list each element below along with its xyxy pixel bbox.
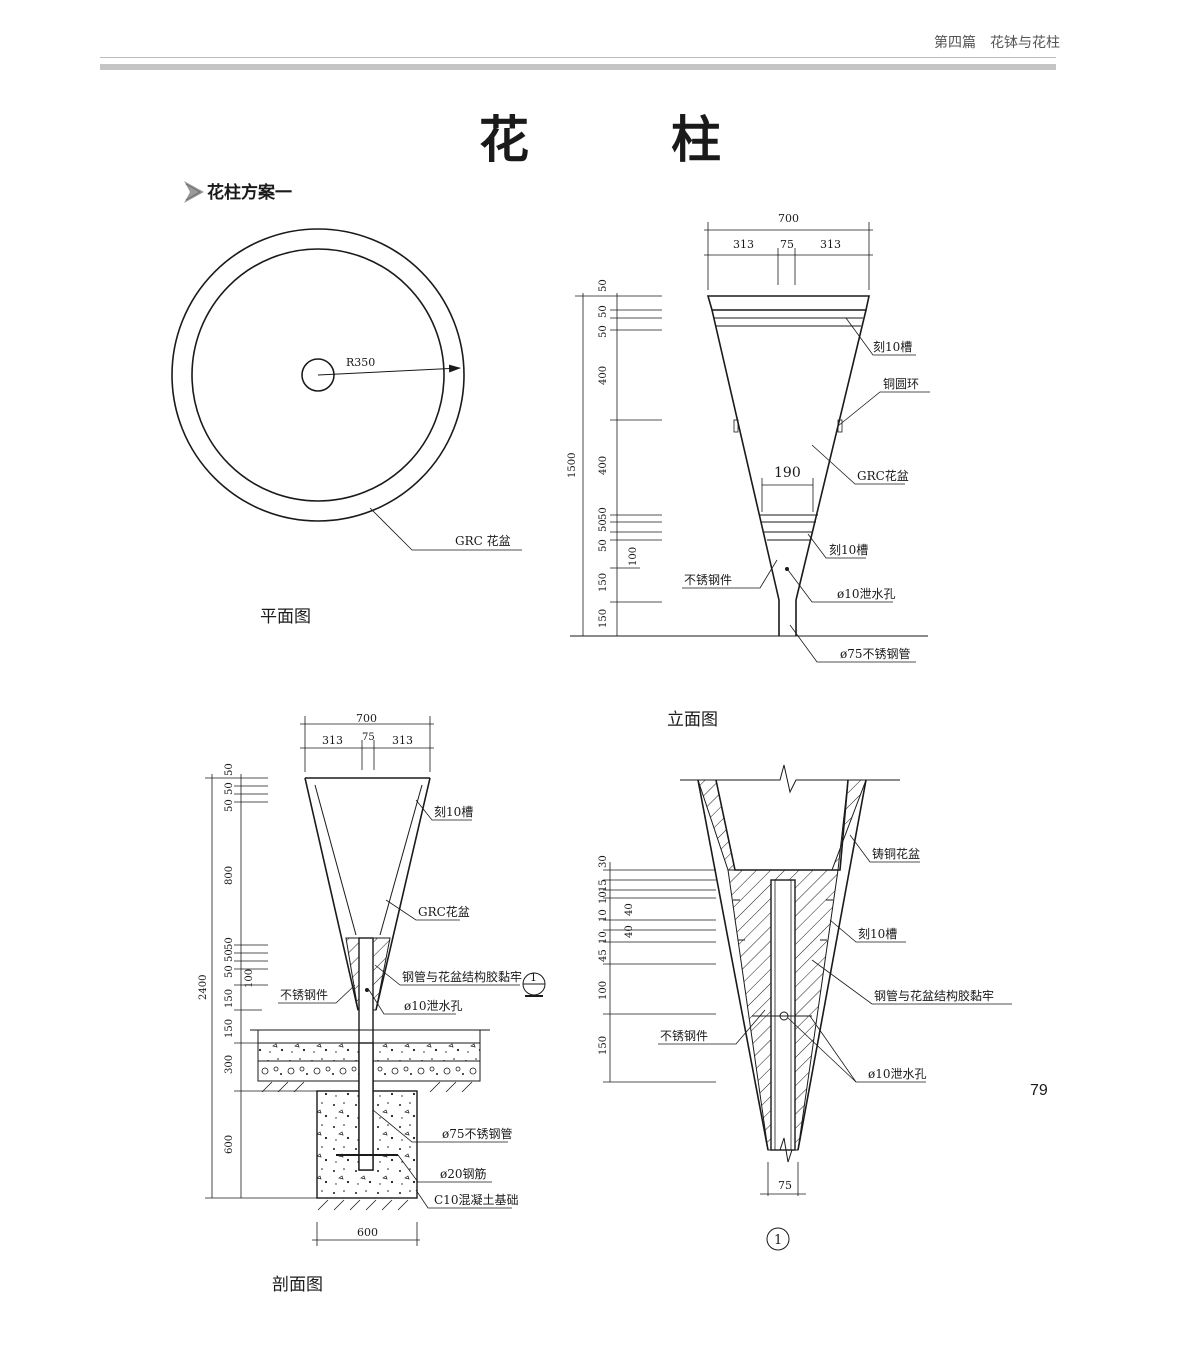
detail-side-dim-2: 15 (598, 879, 609, 892)
elev-dim-total: 700 (778, 212, 799, 225)
sec-callout-number: 1 (530, 971, 537, 984)
elev-side-dim-4: 400 (598, 366, 609, 385)
elev-dim-right: 313 (820, 238, 841, 251)
section-view: 700 313 75 313 (198, 712, 546, 1295)
elev-label-steel-pipe: ø75不锈钢管 (840, 646, 911, 661)
detail-side-dim-8: 45 (598, 949, 609, 962)
detail-callout-number: 1 (774, 1233, 782, 1248)
detail-side-dim-3: 10 (598, 891, 609, 904)
sec-side-dim-2: 50 (224, 782, 235, 795)
sec-dim-right: 313 (392, 734, 413, 747)
detail-view: 75 1 30 15 10 10 40 10 40 45 100 15 (598, 764, 1012, 1251)
sec-dim-left: 313 (322, 734, 343, 747)
sec-label-rebar: ø20钢筋 (440, 1166, 487, 1181)
elev-label-grc-pot: GRC花盆 (857, 468, 909, 483)
elev-label-groove-top: 刻10槽 (873, 340, 912, 354)
detail-side-dim-5: 40 (624, 903, 635, 916)
sec-label-glue: 钢管与花盆结构胶黏牢 (402, 969, 522, 984)
sec-label-foundation: C10混凝土基础 (434, 1192, 518, 1207)
detail-label-cast-copper-pot: 铸铜花盆 (872, 846, 920, 861)
sec-side-dim-9: 150 (224, 989, 235, 1008)
elev-side-dim-8: 50 (598, 539, 609, 552)
elev-label-copper-ring: 铜圆环 (883, 376, 919, 391)
sec-side-dim-12: 600 (224, 1135, 235, 1154)
detail-side-dim-10: 150 (598, 1036, 609, 1055)
elev-side-dim-1: 50 (598, 279, 609, 292)
elev-label-groove-bottom: 刻10槽 (829, 543, 868, 557)
page-title: 花 柱 (479, 110, 767, 169)
header-band (100, 64, 1056, 70)
sec-side-dim-10: 150 (224, 1019, 235, 1038)
detail-side-dim-4: 10 (598, 909, 609, 922)
plan-radius-label: R350 (346, 356, 375, 369)
sec-side-dim-6: 50 (224, 949, 235, 962)
plan-view: R350 GRC 花盆 平面图 (171, 228, 522, 627)
detail-side-dim-1: 30 (598, 855, 609, 868)
sec-total-height: 2400 (198, 975, 209, 1000)
sec-label-groove: 刻10槽 (434, 805, 473, 819)
elev-side-dim-3: 50 (598, 325, 609, 338)
sec-side-dim-11: 300 (224, 1055, 235, 1074)
sec-callout-marker: 1 (522, 971, 546, 997)
sec-dim-total: 700 (356, 712, 377, 725)
elev-total-height: 1500 (567, 453, 578, 478)
sec-label-stainless-part: 不锈钢件 (280, 988, 328, 1002)
sec-side-dim-3: 50 (224, 799, 235, 812)
plan-pot-label: GRC 花盆 (455, 533, 511, 548)
detail-side-dim-6: 10 (598, 931, 609, 944)
sec-side-dim-4: 800 (224, 866, 235, 885)
elevation-view: 700 313 75 313 190 (567, 212, 930, 730)
elev-side-dim-11: 150 (598, 609, 609, 628)
sec-label-grc-pot: GRC花盆 (418, 904, 470, 919)
elev-dim-mid: 75 (780, 238, 794, 251)
elev-label-drain-hole: ø10泄水孔 (837, 587, 896, 601)
elev-inner-width: 190 (774, 465, 801, 481)
plan-caption: 平面图 (260, 607, 311, 627)
detail-label-stainless-part: 不锈钢件 (660, 1029, 708, 1043)
elev-label-stainless-part: 不锈钢件 (684, 573, 732, 587)
elev-side-dim-6: 50 (598, 507, 609, 520)
detail-label-glue: 钢管与花盆结构胶黏牢 (874, 988, 994, 1003)
elev-side-dim-5: 400 (598, 456, 609, 475)
elevation-caption: 立面图 (667, 710, 718, 730)
sec-side-dim-7: 50 (224, 965, 235, 978)
sec-side-dim-8: 100 (244, 969, 255, 988)
sec-side-dim-5: 50 (224, 937, 235, 950)
detail-side-dim-7: 40 (624, 925, 635, 938)
elev-side-dim-7: 50 (598, 519, 609, 532)
header-rule (100, 57, 1056, 58)
section-bullet-icon (184, 181, 204, 203)
detail-label-drain-hole: ø10泄水孔 (868, 1067, 927, 1081)
detail-side-dim-9: 100 (598, 981, 609, 1000)
elev-dim-left: 313 (733, 238, 754, 251)
detail-label-groove: 刻10槽 (858, 927, 897, 941)
detail-bottom-dim: 75 (778, 1179, 792, 1192)
page-number: 79 (1030, 1082, 1048, 1099)
sec-base-width: 600 (357, 1226, 378, 1239)
section-title: 花柱方案一 (207, 183, 292, 203)
sec-side-dim-1: 50 (224, 763, 235, 776)
sec-label-steel-pipe: ø75不锈钢管 (442, 1126, 513, 1141)
chapter-header: 第四篇 花钵与花柱 (934, 35, 1060, 51)
elev-side-dim-9: 100 (628, 547, 639, 566)
sec-label-drain-hole: ø10泄水孔 (404, 999, 463, 1013)
section-caption: 剖面图 (272, 1275, 323, 1295)
elev-side-dim-10: 150 (598, 573, 609, 592)
sec-dim-mid: 75 (362, 732, 375, 743)
elev-side-dim-2: 50 (598, 305, 609, 318)
